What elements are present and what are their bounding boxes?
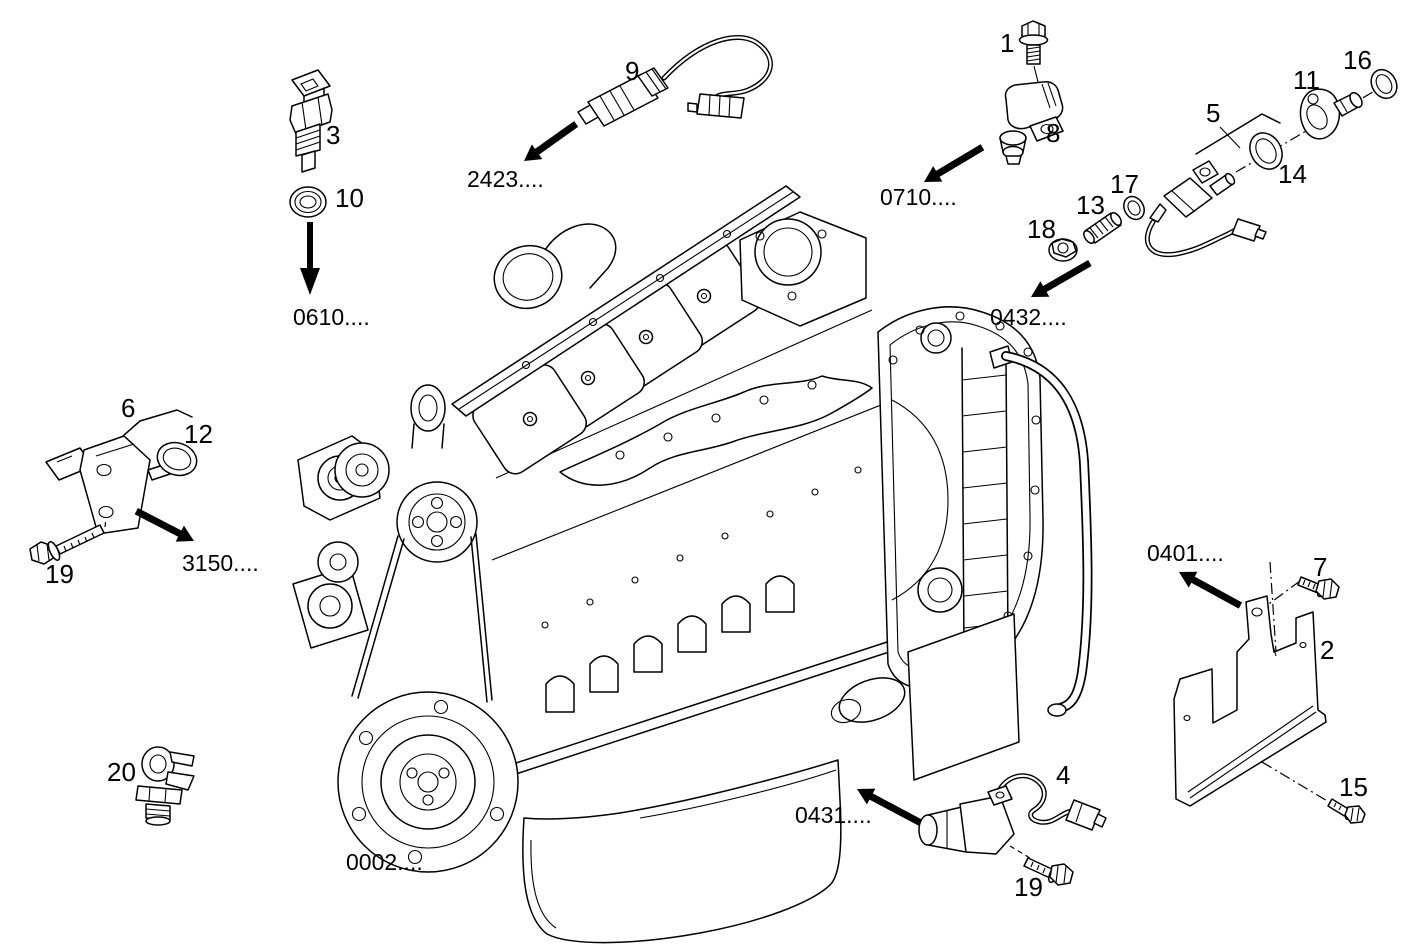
part-12-o-ring [156,441,198,477]
callout-11: 11 [1293,65,1320,95]
ref-code-2423: 2423.... [467,166,544,192]
front-accessory-drive [292,384,493,703]
part-17-seal-ring [1123,195,1145,221]
leader-line-5 [1195,113,1281,155]
part-11-sensor [1299,88,1363,140]
air-inlet-elbow [493,223,617,310]
callout-5: 5 [1206,98,1221,128]
callout-6: 6 [121,393,136,423]
intake-rail [451,185,801,417]
callout-13: 13 [1076,190,1105,220]
crankshaft-damper [337,691,519,873]
callout-2: 2 [1320,635,1335,665]
part-7-bolt [1297,576,1340,600]
flow-arrow-0610 [300,222,320,295]
callout-16: 16 [1343,45,1372,75]
part-14-seal-ring [1249,132,1283,170]
callout-15: 15 [1339,772,1368,802]
leader-line-6 [114,409,193,444]
ref-code-0610: 0610.... [293,304,370,330]
part-5-sensor-with-cable [1144,113,1281,258]
flow-arrow-3150 [134,507,194,542]
callout-17: 17 [1110,169,1139,199]
part-19-bolt-bottom [1023,857,1074,886]
part-3-temperature-sensor [289,69,333,173]
flywheel-housing [877,306,1044,689]
part-16-seal-ring [1370,68,1398,100]
part-6-sensor [45,409,193,535]
flow-arrow-0401 [1179,571,1243,609]
callout-3: 3 [326,120,341,150]
flow-arrow-2423 [524,121,579,161]
part-8-pressure-sensor [999,81,1064,165]
ref-code-0432: 0432.... [990,304,1067,330]
housing-bolt-holes [888,311,1041,661]
ref-code-0401: 0401.... [1147,540,1224,566]
callout-1: 1 [1000,28,1015,58]
callout-12: 12 [184,419,213,449]
part-18-nut [1048,238,1078,262]
part-9-oxygen-sensor [577,35,773,127]
breather-housing [739,211,867,327]
block-details [541,466,862,713]
ref-code-0002: 0002.... [346,849,423,875]
part-1-bolt [1018,20,1049,91]
callout-20: 20 [107,757,136,787]
oil-hose [989,345,1093,717]
part-10-ring-nut [289,186,327,218]
callout-19-left: 19 [45,559,74,589]
callout-18: 18 [1027,214,1056,244]
oil-pan [522,759,842,944]
callout-8: 8 [1046,118,1061,148]
callout-7: 7 [1313,552,1328,582]
callout-9: 9 [625,56,640,86]
flow-arrow-0710 [924,144,985,182]
flow-arrow-0432 [1031,259,1092,297]
part-20-temperature-switch [135,746,195,826]
callout-10: 10 [335,183,364,213]
part-15-bolt [1327,798,1366,824]
part-4-crankshaft-sensor [918,773,1107,859]
engine-assembly [292,185,1093,944]
callout-19-bottom: 19 [1014,872,1043,902]
part-19-bolt-left [29,516,107,565]
part-13-threaded-bush [1083,212,1122,244]
ref-code-0710: 0710.... [880,184,957,210]
flow-arrow-0431 [857,788,923,826]
ref-code-0431: 0431.... [795,802,872,828]
ref-code-3150: 3150.... [182,550,259,576]
intake-manifold-casting [559,375,873,486]
side-cover-plate [907,613,1020,781]
callout-4: 4 [1056,760,1071,790]
part-2-bracket [1173,561,1335,807]
callout-14: 14 [1278,159,1307,189]
